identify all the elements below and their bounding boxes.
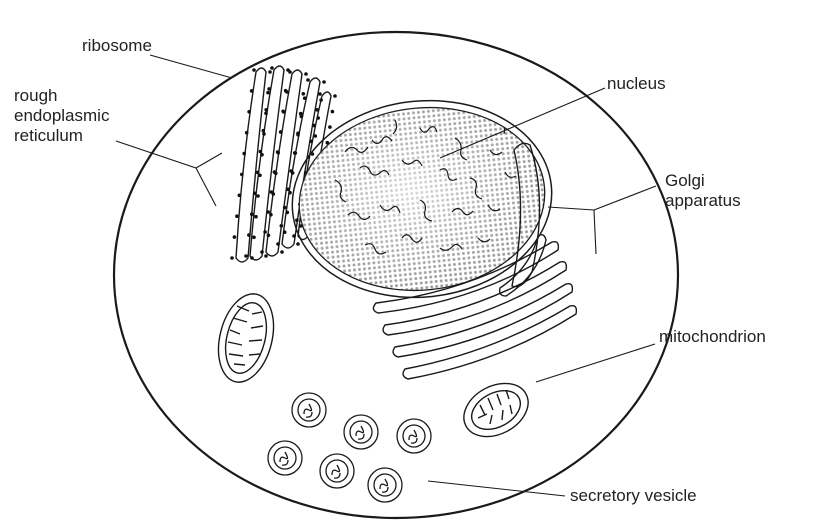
ribosome-dot — [266, 210, 270, 214]
ribosome-dot — [238, 194, 242, 198]
ribosome-dot — [286, 188, 290, 192]
ribosome-dot — [242, 152, 246, 156]
ribosome-dot — [233, 235, 237, 239]
ribosome-dot — [288, 70, 292, 74]
ribosome-dot — [258, 174, 262, 178]
label-rough-er-line3: reticulum — [14, 126, 109, 146]
label-nucleus-text: nucleus — [607, 74, 666, 93]
ribosome-dot — [286, 211, 290, 215]
ribosome-dot — [280, 250, 284, 254]
ribosome-dot — [288, 191, 292, 195]
label-secretory-vesicle: secretory vesicle — [570, 486, 697, 506]
ribosome-dot — [276, 242, 280, 246]
ribosome-dot — [260, 153, 264, 157]
ribosome-dot — [295, 218, 299, 222]
ribosome-dot — [250, 256, 254, 260]
label-mitochondrion: mitochondrion — [659, 327, 766, 347]
ribosome-dot — [290, 169, 294, 173]
ribosome-dot — [333, 94, 337, 98]
ribosome-dot — [276, 150, 280, 154]
ribosome-dot — [319, 98, 323, 102]
ribosome-dot — [245, 131, 249, 135]
ribosome-dot — [267, 87, 271, 91]
label-golgi-line1: Golgi — [665, 171, 741, 191]
ribosome-dot — [292, 234, 296, 238]
ribosome-dot — [264, 112, 268, 116]
label-ribosome: ribosome — [82, 36, 152, 56]
ribosome-dot — [244, 254, 248, 258]
label-secretory-vesicle-text: secretory vesicle — [570, 486, 697, 505]
ribosome-dot — [240, 173, 244, 177]
ribosome-dot — [250, 212, 254, 216]
label-golgi: Golgi apparatus — [665, 171, 741, 211]
vesicle — [320, 454, 354, 488]
ribosome-dot — [283, 230, 287, 234]
ribosome-dot — [254, 215, 258, 219]
label-rough-er: rough endoplasmic reticulum — [14, 86, 109, 146]
label-nucleus: nucleus — [607, 74, 666, 94]
vesicle — [368, 468, 402, 502]
vesicle — [397, 419, 431, 453]
ribosome-dot — [331, 110, 335, 114]
ribosome-dot — [279, 130, 283, 134]
ribosome-dot — [322, 80, 326, 84]
mitochondrion-left — [210, 288, 282, 388]
ribosome-dot — [296, 242, 300, 246]
ribosome-dot — [247, 233, 251, 237]
ribosome-dot — [247, 110, 251, 114]
ribosome-dot — [264, 254, 268, 258]
ribosome-dot — [282, 110, 286, 114]
ribosome-dot — [235, 214, 239, 218]
label-mitochondrion-text: mitochondrion — [659, 327, 766, 346]
ribosome-dot — [328, 125, 332, 129]
ribosome-dot — [262, 132, 266, 136]
ribosome-dot — [296, 133, 300, 137]
ribosome-dot — [318, 92, 322, 96]
label-rough-er-line2: endoplasmic — [14, 106, 109, 126]
ribosome-dot — [304, 72, 308, 76]
ribosome-dot — [315, 108, 319, 112]
ribosome-dot — [312, 124, 316, 128]
ribosome-dot — [285, 90, 289, 94]
ribosome-dot — [283, 206, 287, 210]
ribosome-dot — [252, 68, 256, 72]
ribosome-dot — [230, 256, 234, 260]
secretory-vesicles — [268, 393, 431, 502]
ribosome-dot — [310, 140, 314, 144]
ribosome-dot — [280, 224, 284, 228]
ribosome-dot — [273, 170, 277, 174]
label-ribosome-text: ribosome — [82, 36, 152, 55]
ribosome-dot — [253, 192, 257, 196]
vesicle — [344, 415, 378, 449]
ribosome-dot — [293, 151, 297, 155]
vesicle — [268, 441, 302, 475]
ribosome-dot — [268, 70, 272, 74]
ribosome-dot — [316, 116, 320, 120]
ribosome-dot — [303, 96, 307, 100]
ribosome-dot — [314, 134, 318, 138]
ribosome-dot — [266, 91, 270, 95]
ribosome-dot — [250, 89, 254, 93]
ribosome-dot — [259, 150, 263, 154]
ribosome-dot — [302, 92, 306, 96]
mitochondrion-right — [455, 373, 538, 447]
ribosome-dot — [269, 213, 273, 217]
ribosome-dot — [306, 78, 310, 82]
ribosome-dot — [256, 194, 260, 198]
ribosome-dot — [300, 115, 304, 119]
label-golgi-line2: apparatus — [665, 191, 741, 211]
ribosome-dot — [260, 250, 264, 254]
ribosome-dot — [267, 234, 271, 238]
label-rough-er-line1: rough — [14, 86, 109, 106]
ribosome-dot — [263, 230, 267, 234]
ribosome-dot — [264, 108, 268, 112]
ribosome-dot — [252, 236, 256, 240]
vesicle — [292, 393, 326, 427]
ribosome-dot — [270, 190, 274, 194]
ribosome-dot — [270, 66, 274, 70]
ribosome-dot — [256, 171, 260, 175]
ribosome-dot — [262, 129, 266, 133]
